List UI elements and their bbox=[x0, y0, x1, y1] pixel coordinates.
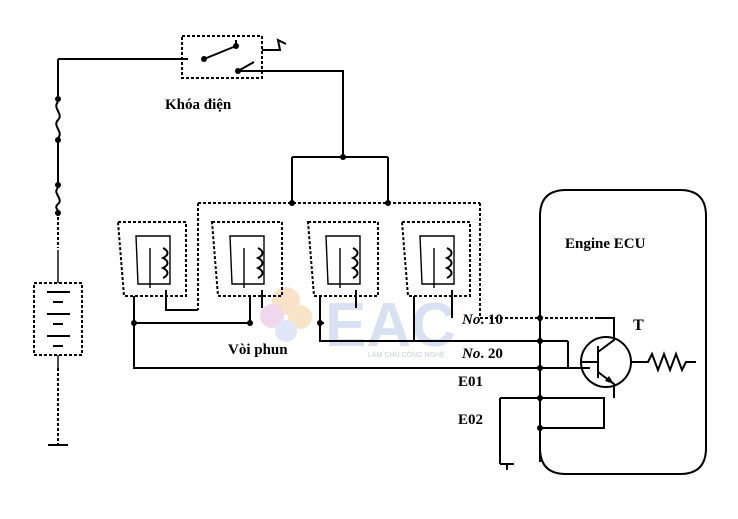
watermark-text: EAC bbox=[325, 291, 456, 360]
eac-watermark: EAC LÀM CHỦ CÔNG NGHỆ bbox=[260, 287, 456, 360]
resistor-icon bbox=[631, 351, 696, 373]
transistor-icon bbox=[580, 317, 632, 398]
fuse-icon bbox=[55, 182, 61, 216]
terminal-no20-prefix: No bbox=[461, 346, 480, 362]
supply-wiring bbox=[57, 58, 188, 445]
ecu-label: Engine ECU bbox=[565, 236, 646, 252]
fuse-icon bbox=[55, 96, 61, 143]
terminal-no20-label: No. 20 bbox=[461, 346, 503, 362]
injectors-label: Vòi phun bbox=[228, 342, 288, 358]
ignition-switch-label: Khóa điện bbox=[165, 97, 232, 113]
ground-icon bbox=[500, 463, 514, 470]
injector-coil-2 bbox=[210, 221, 283, 308]
engine-ecu bbox=[539, 189, 707, 475]
battery-icon bbox=[33, 250, 83, 446]
terminal-no10-suffix: . 10 bbox=[480, 312, 503, 328]
injector-output-wiring bbox=[131, 296, 569, 369]
ecu-terminals bbox=[499, 315, 605, 464]
injector-coil-4 bbox=[400, 221, 471, 318]
terminal-no20-suffix: . 20 bbox=[480, 346, 503, 362]
transistor-label: T bbox=[633, 317, 644, 334]
terminal-no10-prefix: No bbox=[461, 312, 480, 328]
injector-coil-1 bbox=[116, 221, 198, 311]
terminal-no10-label: No. 10 bbox=[461, 312, 503, 328]
watermark-tagline: LÀM CHỦ CÔNG NGHỆ bbox=[368, 350, 445, 359]
terminal-e01-label: E01 bbox=[458, 374, 483, 390]
injector-coil-3 bbox=[306, 221, 379, 308]
injector-supply-bus bbox=[197, 154, 481, 318]
switch-icon bbox=[181, 35, 344, 157]
terminal-e02-label: E02 bbox=[458, 412, 483, 428]
